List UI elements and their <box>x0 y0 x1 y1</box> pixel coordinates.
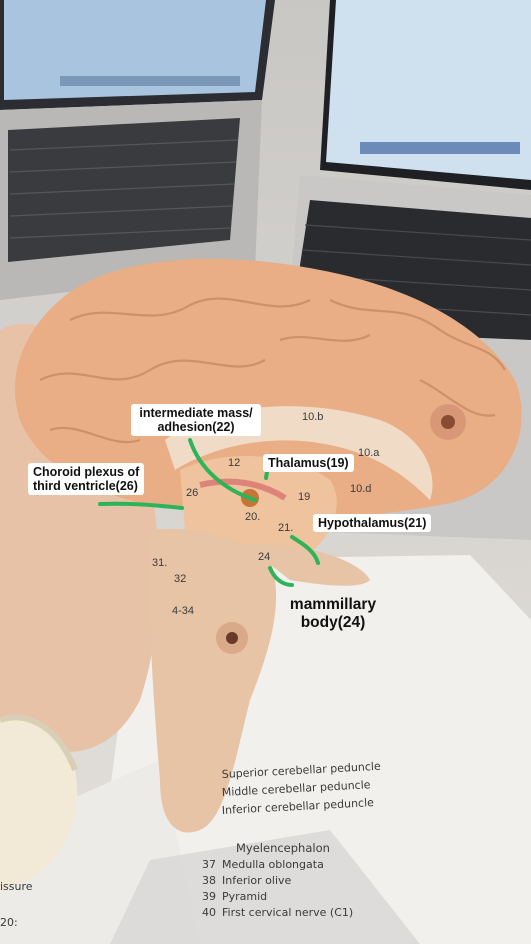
worksheet-heading: Myelencephalon <box>236 841 330 855</box>
number-12: 12 <box>228 457 240 469</box>
worksheet-item-38: Inferior olive <box>222 874 292 887</box>
label-choroid-plexus: Choroid plexus of third ventricle(26) <box>28 463 145 495</box>
brainstem-model <box>150 528 370 833</box>
label-mammillary-body: mammillary body(24) <box>289 596 377 631</box>
label-hypothalamus: Hypothalamus(21) <box>313 514 432 532</box>
left-laptop <box>0 0 275 300</box>
pointer-choroid-plexus <box>98 501 184 510</box>
worksheet-fragment-20: 20: <box>0 916 18 929</box>
number-10a: 10.a <box>358 447 380 459</box>
number-20: 20. <box>245 511 260 523</box>
worksheet-item-40: First cervical nerve (C1) <box>222 906 353 919</box>
worksheet-item-37: Medulla oblongata <box>222 858 324 871</box>
number-34: 4-34 <box>172 605 194 617</box>
number-19: 19 <box>298 491 310 503</box>
worksheet-item-40-num: 40 <box>202 906 216 919</box>
number-26: 26 <box>186 487 198 499</box>
label-intermediate-mass: intermediate mass/ adhesion(22) <box>131 404 261 436</box>
number-24: 24 <box>258 551 270 563</box>
pointer-hypothalamus <box>290 535 320 565</box>
number-10b: 10.b <box>302 411 323 423</box>
worksheet-item-38-num: 38 <box>202 874 216 887</box>
number-10d: 10.d <box>350 483 371 495</box>
label-thalamus: Thalamus(19) <box>263 454 354 472</box>
number-21: 21. <box>278 522 293 534</box>
worksheet-item-39-num: 39 <box>202 890 216 903</box>
pointer-intermediate-mass <box>188 438 257 502</box>
number-31: 31. <box>152 557 167 569</box>
model-numbers: 10.b 10.a 10.d 11. 12 19 20. 21. 24 26 3… <box>152 411 380 617</box>
worksheet-fragment-issure: issure <box>0 880 33 893</box>
number-32: 32 <box>174 573 186 585</box>
worksheet-item-37-num: 37 <box>202 858 216 871</box>
pointer-mammillary-body <box>268 566 294 587</box>
worksheet-item-39: Pyramid <box>222 890 267 903</box>
